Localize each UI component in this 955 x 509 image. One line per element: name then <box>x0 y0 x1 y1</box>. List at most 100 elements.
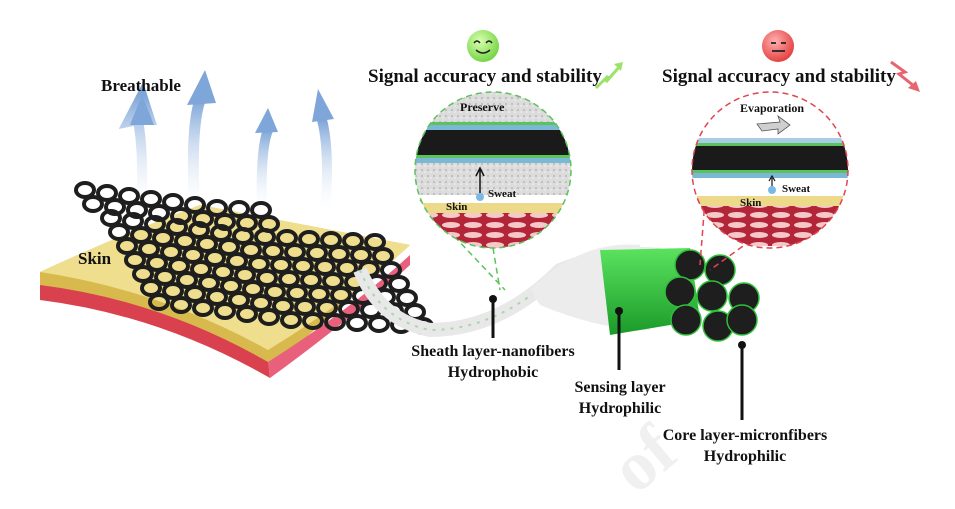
knit-loop <box>232 227 254 245</box>
knit-loop <box>250 201 272 219</box>
knit-loop <box>182 246 204 264</box>
knit-loop <box>100 209 122 227</box>
bad-signal-title: Signal accuracy and stability <box>662 66 896 87</box>
sweat-up-arrow-icon <box>475 166 485 193</box>
leader-dot <box>489 295 497 303</box>
knit-loop <box>126 201 148 219</box>
leader-dot <box>615 307 623 315</box>
knit-loop <box>96 184 118 202</box>
smiley-neutral-icon <box>762 30 794 62</box>
inset-bad <box>691 91 849 271</box>
knit-loop <box>284 243 306 261</box>
knit-loop <box>108 223 130 241</box>
good-signal-title: Signal accuracy and stability <box>368 66 602 87</box>
knit-loop <box>364 233 386 251</box>
core-microfiber <box>670 304 702 336</box>
knit-loop <box>240 241 262 259</box>
knit-loop <box>256 269 278 287</box>
knit-loop <box>220 277 242 295</box>
sensing-layer-property: Hydrophilic <box>578 400 662 417</box>
knit-loop <box>74 181 96 199</box>
knit-loop <box>270 256 292 274</box>
knit-loop <box>330 286 352 304</box>
knit-loop <box>380 261 402 279</box>
knit-loop <box>170 207 192 225</box>
vapor-arrow-icon <box>317 118 332 216</box>
skin-label: Skin <box>78 249 112 268</box>
knit-loop <box>292 257 314 275</box>
knit-loop <box>210 224 232 242</box>
knit-loop <box>162 282 184 300</box>
knit-loop <box>308 285 330 303</box>
core-layer-name: Core layer-micronfibers <box>662 427 828 444</box>
knit-loop <box>140 190 162 208</box>
breathable-label: Breathable <box>101 76 181 95</box>
knit-loop <box>258 308 280 326</box>
knit-loop <box>218 238 240 256</box>
knit-loop <box>350 246 372 264</box>
knit-loop <box>396 289 418 307</box>
vapor-arrow-icon <box>130 95 154 125</box>
knit-loop <box>124 251 146 269</box>
knit-loop <box>294 298 316 316</box>
knit-loop <box>162 193 184 211</box>
sensing-layer-name: Sensing layer <box>574 379 666 396</box>
arrow-up-trend-icon <box>594 62 623 90</box>
knit-loop <box>254 228 276 246</box>
knit-loop <box>206 199 228 217</box>
knit-loop <box>276 229 298 247</box>
knit-loop <box>320 231 342 249</box>
knit-loop <box>116 237 138 255</box>
knit-loop <box>160 243 182 261</box>
core-microfiber <box>726 304 758 336</box>
knit-loop <box>148 204 170 222</box>
knit-loop <box>166 218 188 236</box>
knit-loop <box>306 244 328 262</box>
sweat-droplet-icon <box>476 193 484 201</box>
knit-loop <box>336 259 358 277</box>
sheath-layer-name: Sheath layer-nanofibers <box>411 343 575 360</box>
knit-loop <box>286 284 308 302</box>
core-fiber-bundle <box>664 249 760 342</box>
knit-loop <box>316 299 338 317</box>
knit-loop <box>226 252 248 270</box>
knit-loop <box>184 196 206 214</box>
knit-loop <box>234 266 256 284</box>
vapor-arrow-icon <box>187 70 216 105</box>
preserve-label: Preserve <box>460 100 505 114</box>
knit-loop <box>262 242 284 260</box>
knit-loop <box>272 297 294 315</box>
knit-loop <box>118 187 140 205</box>
bad-sweat-label: Sweat <box>782 183 811 195</box>
sheath-layer-label: Sheath layer-nanofibers Hydrophobic <box>398 341 588 383</box>
leader-lines <box>491 300 744 420</box>
smiley-happy-icon <box>467 30 499 62</box>
knit-loop <box>148 293 170 311</box>
evaporation-arrow-icon <box>756 114 791 135</box>
knit-loop <box>176 271 198 289</box>
knit-loop <box>368 315 390 333</box>
knit-loop <box>214 302 236 320</box>
knit-loop <box>196 235 218 253</box>
sensing-layer-label: Sensing layer Hydrophilic <box>565 377 675 419</box>
good-sweat-label: Sweat <box>488 188 517 200</box>
knit-loop <box>132 265 154 283</box>
knit-loop <box>388 275 410 293</box>
knit-loop <box>192 299 214 317</box>
knit-loop <box>144 215 166 233</box>
fiber-cable <box>353 244 760 342</box>
core-microfiber <box>664 276 696 308</box>
knit-loop <box>174 232 196 250</box>
knit-loop <box>248 255 270 273</box>
knit-loop <box>122 212 144 230</box>
knit-loop <box>184 285 206 303</box>
knit-loop <box>346 314 368 332</box>
knit-loop <box>280 311 302 329</box>
vapor-arrow-icon <box>312 89 334 122</box>
sheath-layer-property: Hydrophobic <box>447 364 539 381</box>
knit-loop <box>168 257 190 275</box>
knit-loop <box>250 294 272 312</box>
knit-loop <box>302 312 324 330</box>
knit-loop <box>192 210 214 228</box>
evaporation-label: Evaporation <box>740 101 805 115</box>
